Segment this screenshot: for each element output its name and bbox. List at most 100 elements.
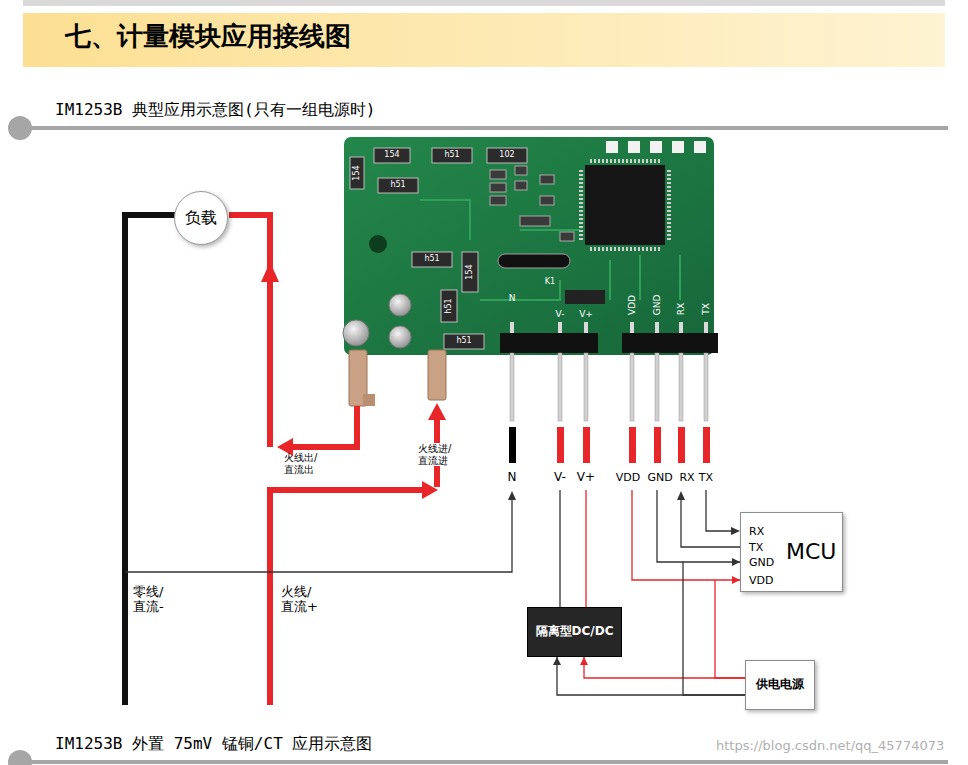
pin-wire-stub (509, 427, 710, 463)
node-text: VDD (749, 575, 773, 586)
pcb-module (672, 141, 684, 153)
page-frame (23, 13, 945, 67)
wire-label: 火线/ 直流+ (281, 585, 321, 615)
connector-wire (557, 657, 745, 695)
silkscreen-code: h51 (444, 150, 459, 159)
pcb-module (650, 141, 662, 153)
copper-terminal (349, 350, 446, 406)
signal-wire (125, 490, 740, 607)
dcdc-box: 隔离型DC/DC (527, 607, 622, 657)
signal-wire (657, 490, 683, 562)
silkscreen-code: 154 (384, 150, 399, 159)
page-frame (20, 760, 948, 764)
page-frame (8, 750, 32, 765)
silkscreen-pin: V- (556, 309, 565, 319)
pcb-module (510, 322, 514, 333)
node-text: GND (749, 557, 774, 568)
node-text: 负载 (185, 209, 217, 227)
pin-name: N (508, 471, 517, 485)
pcb-module (344, 137, 714, 355)
node-text: TX (749, 542, 763, 553)
terminal-label: 火线进/ 直流进 (418, 443, 458, 466)
power-supply-box: 供电电源 (745, 660, 815, 710)
pcb-module (560, 232, 574, 241)
pin-name: TX (699, 472, 713, 485)
pcb-module (412, 252, 452, 267)
pcb-module (490, 170, 506, 179)
slide-title: 七、计量模块应用接线图 (65, 22, 351, 52)
silkscreen-code: K1 (545, 277, 555, 286)
pcb-module (704, 322, 708, 333)
pcb-module (590, 247, 660, 251)
pcb-module (606, 141, 618, 153)
mains-wire (261, 262, 279, 282)
pcb-module (378, 178, 418, 193)
pcb-module (704, 353, 708, 421)
mains-wire (125, 215, 175, 705)
signal-wire (585, 490, 586, 607)
pcb-module (628, 141, 640, 153)
node-text: RX (749, 526, 764, 537)
pcb-module (584, 353, 588, 421)
pcb-module (369, 235, 387, 253)
pcb-module (540, 196, 554, 205)
pin-wire-stub (583, 427, 590, 463)
pcb-module (558, 353, 562, 421)
pcb-module (389, 326, 411, 348)
mains-wire (125, 215, 446, 705)
pcb-module (540, 175, 554, 184)
node-text: 隔离型DC/DC (536, 625, 614, 638)
section-heading: IM1253B 外置 75mV 锰铜/CT 应用示意图 (55, 735, 372, 753)
pcb-module (655, 353, 659, 421)
pin-wire-stub (703, 427, 710, 463)
pcb-module (679, 322, 683, 333)
pcb-module (590, 159, 660, 163)
pin-name: RX (679, 472, 694, 485)
mains-wire (428, 403, 446, 420)
signal-wire (677, 491, 685, 500)
signal-wire (508, 491, 516, 500)
pcb-module (694, 141, 706, 153)
pin-wire-stub (678, 427, 685, 463)
pin-name: GND (647, 472, 672, 485)
silkscreen-pin: GND (652, 295, 662, 316)
node-text: 供电电源 (756, 678, 804, 691)
silkscreen-pin: N (509, 293, 516, 303)
connector-wire (683, 562, 745, 695)
page-frame (23, 0, 945, 6)
pin-wire-stub (654, 427, 661, 463)
pcb-module (585, 165, 665, 245)
pin-wire-stub (629, 427, 636, 463)
load-circle: 负载 (174, 191, 228, 245)
pcb-module (441, 290, 457, 322)
pcb-module (515, 166, 527, 175)
silkscreen-code: h51 (424, 254, 439, 263)
pcb-module (622, 333, 718, 353)
silkscreen-pin: VDD (627, 295, 637, 315)
silkscreen-code: 154 (465, 264, 474, 279)
pcb-module (350, 157, 364, 189)
pcb-module (498, 254, 570, 268)
pcb-module (432, 148, 472, 163)
mains-wire (290, 406, 357, 447)
pin-name: VDD (616, 472, 640, 485)
copper-terminal (363, 394, 375, 406)
signal-wire (731, 527, 740, 535)
signal-wire (559, 490, 560, 607)
pcb-module (487, 148, 527, 163)
silkscreen-pin: RX (676, 303, 686, 315)
pin-wire-stub (509, 427, 516, 463)
pcb-module (462, 252, 478, 292)
pcb-module (343, 320, 369, 346)
terminal-label: 火线出/ 直流出 (284, 452, 324, 475)
pcb-module (584, 322, 588, 333)
pin-name: V- (554, 471, 566, 485)
pin-wire-stub (557, 427, 564, 463)
pcb-module (579, 170, 583, 240)
silkscreen-code: h51 (390, 180, 405, 189)
pcb-module (515, 181, 527, 190)
signal-wire (125, 496, 512, 572)
page-frame (8, 0, 948, 765)
pcb-module (679, 353, 683, 421)
silkscreen-code: 154 (352, 165, 361, 180)
